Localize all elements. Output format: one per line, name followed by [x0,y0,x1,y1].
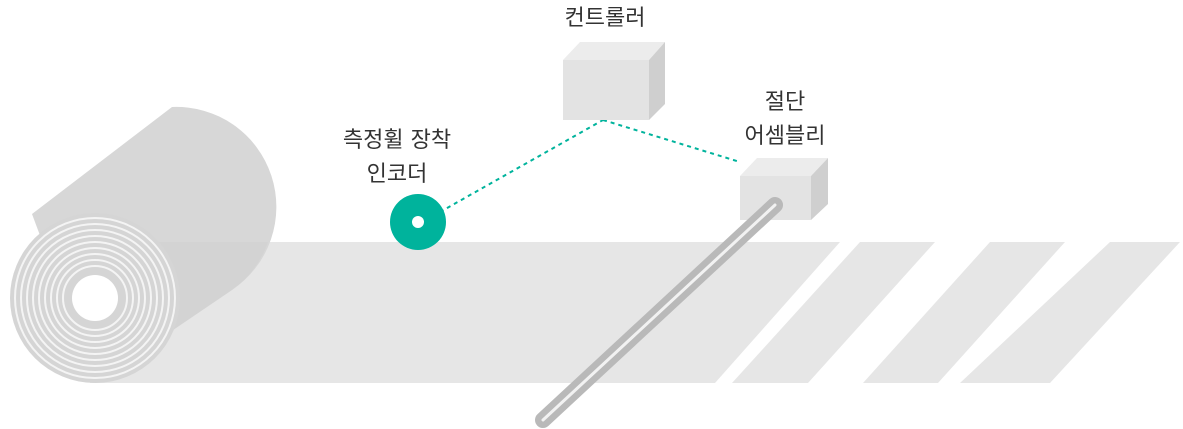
controller-box-icon [563,42,665,120]
cutter-box-top [740,158,828,176]
encoder-label-line2: 인코더 [366,162,428,188]
web-cut-piece-3 [960,242,1180,383]
controller-box-front [563,60,649,120]
signal-connections [439,119,741,213]
cutter-label-line1: 절단 [764,90,806,115]
cutter-label-line2: 어셈블리 [744,124,826,150]
cutter-assembly-label: 절단 어셈블리 [720,86,850,154]
encoder-label-line1: 측정휠 장착 [342,128,452,153]
measuring-wheel-icon [390,194,446,250]
web-main-sheet [90,242,840,383]
controller-label: 컨트롤러 [540,2,670,36]
roll-core [72,275,118,321]
controller-box-top [563,42,665,60]
encoder-label: 측정휠 장착 인코더 [322,124,472,192]
controller-label-text: 컨트롤러 [564,6,646,31]
controller-box-side [649,42,665,120]
material-web [90,242,1180,383]
encoder-hub [412,216,424,228]
roll-rings [14,217,176,379]
cutter-box-side [811,158,828,220]
web-cut-piece-2 [863,242,1065,383]
cutter-blade-edge [541,203,777,422]
cutter-assembly [535,158,828,428]
web-cut-piece-1 [732,242,935,383]
encoder-to-controller-line [439,119,604,213]
cutter-box-icon [740,158,828,220]
material-roll [10,106,277,383]
